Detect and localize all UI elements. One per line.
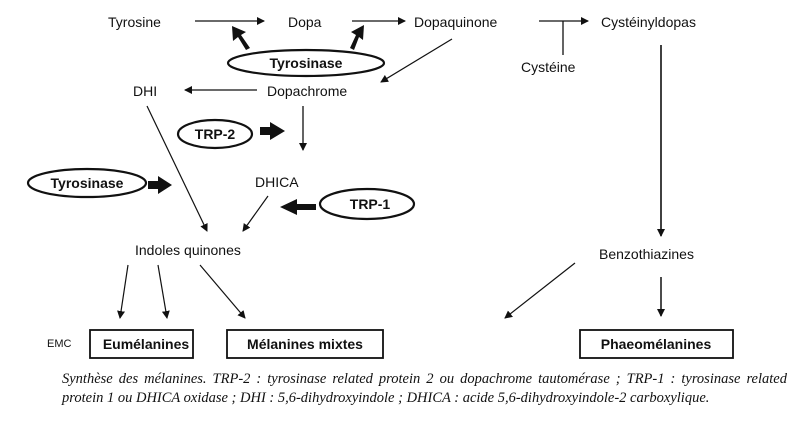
arrow-dopaquinone-to-dopachrome <box>380 38 453 83</box>
enzyme-trp2: TRP-2 <box>176 118 254 150</box>
enzyme-tyrosinase-left: Tyrosinase <box>26 167 148 199</box>
node-dopachrome: Dopachrome <box>267 83 347 99</box>
enzyme-arrow-tyrosinase-dhi <box>148 176 172 194</box>
enzyme-label: TRP-2 <box>195 126 236 142</box>
node-cysteine: Cystéine <box>521 59 576 75</box>
product-eumelanines: Eumélanines <box>89 329 194 359</box>
enzyme-trp1: TRP-1 <box>318 187 416 221</box>
source-mark-emc: EMC <box>47 338 72 350</box>
enzyme-arrow-tyrosinase-1 <box>232 26 250 50</box>
enzyme-arrow-trp2 <box>260 122 285 140</box>
arrow-indoles-to-eumelanines-1 <box>117 264 129 319</box>
node-dhi: DHI <box>133 83 157 99</box>
product-label: Mélanines mixtes <box>247 336 363 352</box>
product-phaeomelanines: Phaeomélanines <box>579 329 734 359</box>
product-melanines-mixtes: Mélanines mixtes <box>226 329 384 359</box>
node-benzothiazines: Benzothiazines <box>599 246 694 262</box>
enzyme-label: Tyrosinase <box>270 55 343 71</box>
enzyme-arrow-trp1 <box>280 199 316 215</box>
product-label: Phaeomélanines <box>601 336 712 352</box>
node-dhica: DHICA <box>255 174 299 190</box>
arrow-dhi-to-indoles-quinones <box>146 105 208 232</box>
arrow-indoles-to-melanines-mixtes <box>199 264 246 319</box>
arrow-indoles-to-eumelanines-2 <box>157 264 170 319</box>
arrow-dhica-to-indoles-quinones <box>242 195 269 232</box>
enzyme-label: TRP-1 <box>350 196 391 212</box>
melanin-synthesis-diagram: Tyrosine Dopa Dopaquinone Cystéinyldopas… <box>26 14 734 359</box>
node-indoles-quinones: Indoles quinones <box>135 242 241 258</box>
product-label: Eumélanines <box>103 336 190 352</box>
enzyme-tyrosinase-top: Tyrosinase <box>226 48 386 78</box>
figure-caption: Synthèse des mélanines. TRP-2 : tyrosina… <box>62 371 787 406</box>
node-dopa: Dopa <box>288 14 322 30</box>
node-cysteinyldopas: Cystéinyldopas <box>601 14 696 30</box>
node-tyrosine: Tyrosine <box>108 14 161 30</box>
enzyme-arrow-tyrosinase-2 <box>350 25 364 50</box>
node-dopaquinone: Dopaquinone <box>414 14 498 30</box>
arrow-benzothiazines-to-melanines-mixtes <box>504 262 576 319</box>
enzyme-label: Tyrosinase <box>51 175 124 191</box>
